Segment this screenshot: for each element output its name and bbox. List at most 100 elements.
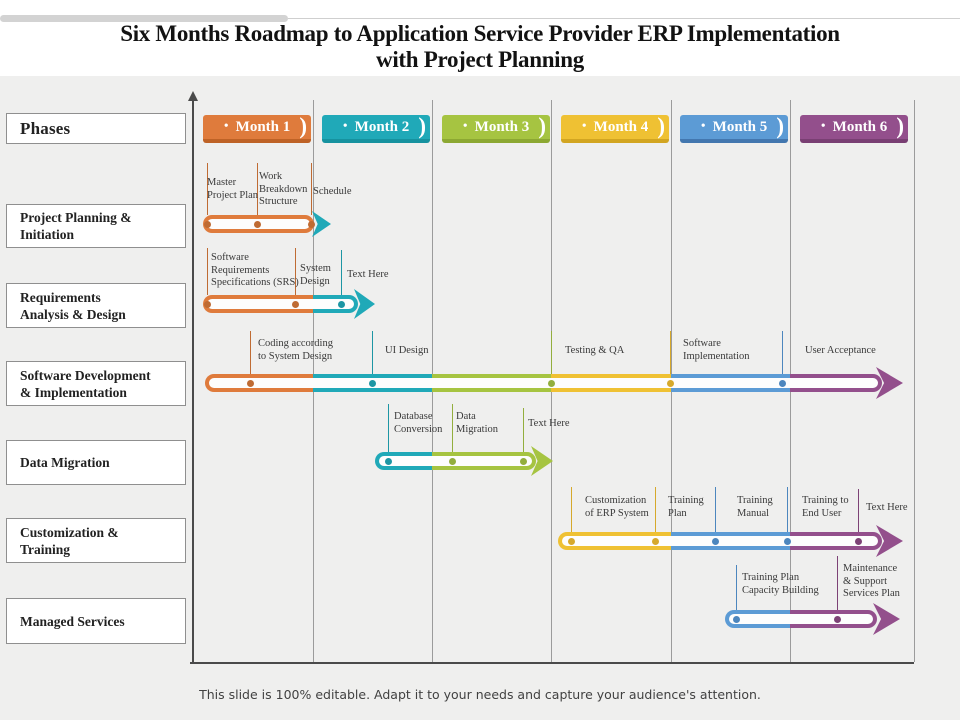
bullet-icon: • xyxy=(700,119,706,134)
phase-box: Software Development & Implementation xyxy=(6,361,186,406)
milestone-connector xyxy=(782,331,784,374)
milestone-dot xyxy=(834,616,841,623)
timeline-bar xyxy=(725,610,877,628)
milestone-label: Data Migration xyxy=(456,411,498,435)
bullet-icon: • xyxy=(342,119,348,134)
milestone-connector xyxy=(311,163,313,215)
y-axis-arrow-icon xyxy=(188,91,198,101)
milestone-connector xyxy=(837,556,839,610)
milestone-connector xyxy=(452,404,454,452)
title-block: Six Months Roadmap to Application Servic… xyxy=(0,0,960,76)
y-axis-line xyxy=(192,100,194,663)
milestone-label: Training Plan Capacity Building xyxy=(742,572,819,596)
bullet-icon: • xyxy=(462,119,468,134)
milestone-dot xyxy=(779,380,786,387)
milestone-label: Schedule xyxy=(313,186,352,197)
milestone-dot xyxy=(338,301,345,308)
milestone-label: Software Implementation xyxy=(683,338,750,362)
paren-arrow-icon: ) xyxy=(896,113,904,139)
footer-note: This slide is 100% editable. Adapt it to… xyxy=(199,687,761,702)
milestone-connector xyxy=(858,489,860,532)
milestone-label: Text Here xyxy=(347,269,389,280)
phase-box: Requirements Analysis & Design xyxy=(6,283,186,328)
phase-box: Data Migration xyxy=(6,440,186,485)
bar-segment xyxy=(725,610,790,628)
milestone-dot xyxy=(568,538,575,545)
milestone-dot xyxy=(369,380,376,387)
month-label: Month 4 xyxy=(593,118,649,135)
milestone-dot xyxy=(449,458,456,465)
accent-bar xyxy=(0,15,288,22)
milestone-dot xyxy=(204,221,211,228)
paren-arrow-icon: ) xyxy=(657,113,665,139)
month-label: Month 2 xyxy=(354,118,410,135)
phase-label: Managed Services xyxy=(20,613,125,629)
slide-title: Six Months Roadmap to Application Servic… xyxy=(120,21,840,72)
month-label: Month 1 xyxy=(235,118,291,135)
paren-arrow-icon: ) xyxy=(418,113,426,139)
milestone-label: Customization of ERP System xyxy=(585,495,649,519)
milestone-label: Training Plan xyxy=(668,495,704,519)
milestone-dot xyxy=(855,538,862,545)
phase-label: Software Development & Implementation xyxy=(20,367,151,400)
month-header-1: • Month 1) xyxy=(203,115,311,143)
month-header-5: • Month 5) xyxy=(680,115,788,143)
paren-arrow-icon: ) xyxy=(776,113,784,139)
bullet-icon: • xyxy=(223,119,229,134)
milestone-dot xyxy=(733,616,740,623)
timeline-bar xyxy=(558,532,882,550)
milestone-dot xyxy=(254,221,261,228)
milestone-dot xyxy=(548,380,555,387)
bar-segment xyxy=(205,374,313,392)
milestone-dot xyxy=(712,538,719,545)
milestone-dot xyxy=(667,380,674,387)
phases-header-box: Phases xyxy=(6,113,186,144)
milestone-dot xyxy=(652,538,659,545)
milestone-dot xyxy=(292,301,299,308)
month-label: Month 6 xyxy=(832,118,888,135)
milestone-dot xyxy=(520,458,527,465)
milestone-dot xyxy=(247,380,254,387)
accent-line xyxy=(288,18,960,19)
bar-segment xyxy=(375,452,432,470)
phase-label: Requirements Analysis & Design xyxy=(20,289,126,322)
milestone-connector xyxy=(715,487,717,532)
timeline-bar xyxy=(203,295,358,313)
milestone-label: Text Here xyxy=(866,502,908,513)
milestone-connector xyxy=(207,163,209,215)
milestone-label: Coding according to System Design xyxy=(258,338,333,362)
bar-segment xyxy=(558,532,671,550)
milestone-connector xyxy=(207,248,209,295)
month-header-2: • Month 2) xyxy=(322,115,430,143)
bar-segment xyxy=(313,295,358,313)
milestone-connector xyxy=(250,331,252,374)
milestone-dot xyxy=(204,301,211,308)
milestone-connector xyxy=(787,487,789,532)
paren-arrow-icon: ) xyxy=(299,113,307,139)
x-axis-line xyxy=(190,662,914,664)
bar-segment xyxy=(671,532,790,550)
milestone-connector xyxy=(523,408,525,452)
milestone-label: Master Project Plan xyxy=(207,177,259,201)
bullet-icon: • xyxy=(581,119,587,134)
milestone-label: Testing & QA xyxy=(565,345,625,356)
month-header-3: •Month 3) xyxy=(442,115,550,143)
milestone-label: Text Here xyxy=(528,418,570,429)
gridline xyxy=(914,100,915,662)
phase-box: Managed Services xyxy=(6,598,186,644)
milestone-connector xyxy=(295,248,297,295)
phase-box: Customization & Training xyxy=(6,518,186,563)
milestone-label: UI Design xyxy=(385,345,429,356)
milestone-connector xyxy=(655,487,657,532)
bar-segment xyxy=(551,374,671,392)
phase-label: Project Planning & Initiation xyxy=(20,210,132,242)
month-header-6: • Month 6) xyxy=(800,115,908,143)
milestone-connector xyxy=(571,487,573,532)
phase-box: Project Planning & Initiation xyxy=(6,204,186,248)
phase-label: Customization & Training xyxy=(20,524,119,557)
milestone-label: Software Requirements Specifications (SR… xyxy=(211,252,299,288)
bar-segment xyxy=(671,374,790,392)
bullet-icon: • xyxy=(820,119,826,134)
month-label: Month 5 xyxy=(712,118,768,135)
milestone-label: Training to End User xyxy=(802,495,849,519)
